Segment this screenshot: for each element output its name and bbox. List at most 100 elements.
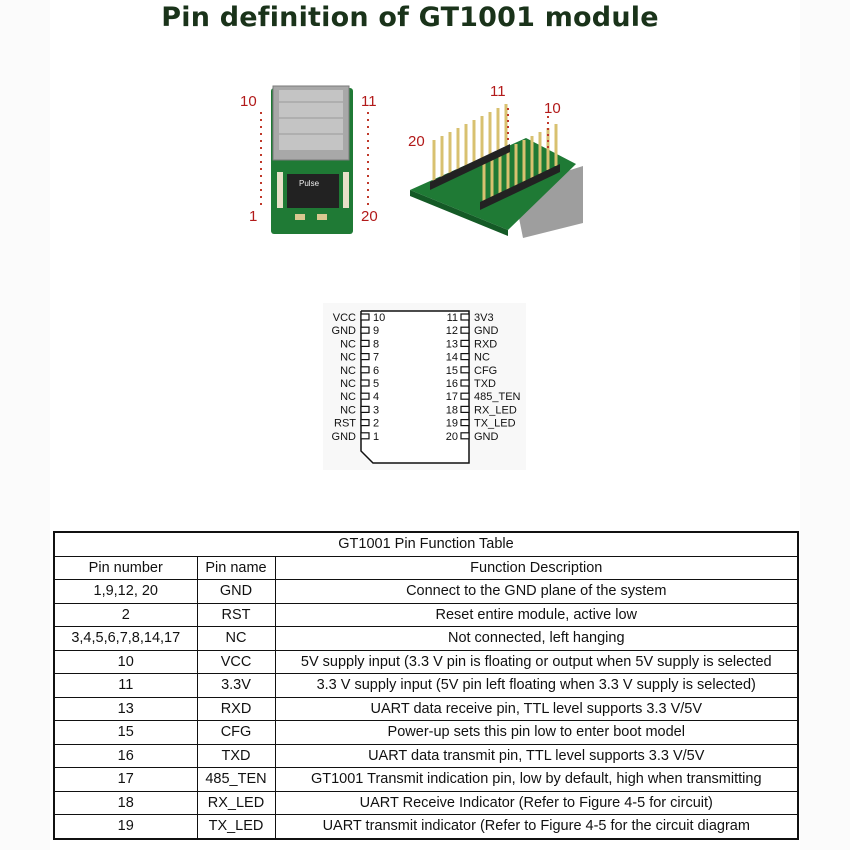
right-pin-name: RXD	[474, 338, 497, 350]
cell-pin-name: TX_LED	[196, 814, 276, 839]
right-pin-number: 13	[446, 338, 458, 350]
right-pin-name: TXD	[474, 378, 496, 390]
right-pin-name: TX_LED	[474, 418, 516, 430]
right-pin-name: RX_LED	[474, 404, 517, 416]
left-pin-name: NC	[340, 338, 356, 350]
cell-function: UART data receive pin, TTL level support…	[274, 696, 799, 721]
right-pin-number: 20	[446, 431, 458, 443]
left-pin-marker	[360, 326, 370, 334]
module-front-illustration: Pulse	[237, 78, 385, 240]
cell-function: 3.3 V supply input (5V pin left floating…	[274, 673, 799, 698]
left-pin-marker	[360, 418, 370, 427]
left-pin-marker	[360, 313, 370, 321]
left-pin-marker	[360, 432, 370, 440]
left-pin-name: RST	[334, 418, 356, 430]
right-pin-name: 485_TEN	[474, 391, 521, 403]
pin-function-table: GT1001 Pin Function Table Pin number Pin…	[53, 531, 799, 840]
right-pin-marker	[460, 339, 470, 348]
right-pin-marker	[460, 392, 470, 400]
left-pin-number: 1	[373, 431, 379, 443]
cell-pin-number: 10	[53, 649, 198, 674]
cell-pin-number: 3,4,5,6,7,8,14,17	[53, 626, 198, 651]
right-pin-marker	[460, 432, 470, 440]
left-pin-name: VCC	[333, 312, 356, 324]
angle-label-10: 10	[544, 100, 561, 117]
left-pin-number: 5	[373, 378, 379, 390]
left-pin-number: 7	[373, 352, 379, 364]
left-pin-name: NC	[340, 352, 356, 364]
right-pin-name: NC	[474, 352, 490, 364]
left-pin-number: 8	[373, 338, 379, 350]
chip-label: Pulse	[299, 179, 320, 188]
table-caption: GT1001 Pin Function Table	[53, 531, 799, 557]
left-pin-number: 9	[373, 325, 379, 337]
cell-pin-number: 19	[53, 814, 198, 839]
right-pin-marker	[460, 313, 470, 321]
right-pin-name: GND	[474, 325, 499, 337]
module-angled-photo: 20 11 10	[398, 78, 593, 240]
right-pin-name: 3V3	[474, 312, 494, 324]
cell-function: Not connected, left hanging	[274, 626, 799, 651]
header-function: Function Description	[274, 555, 799, 580]
left-pin-marker	[360, 392, 370, 400]
left-pin-name: NC	[340, 404, 356, 416]
cell-function: UART transmit indicator (Refer to Figure…	[274, 814, 799, 839]
cell-function: UART data transmit pin, TTL level suppor…	[274, 743, 799, 768]
cell-pin-name: NC	[196, 626, 276, 651]
right-pin-marker	[460, 366, 470, 374]
cell-pin-number: 16	[53, 743, 198, 768]
front-label-11: 11	[361, 93, 377, 110]
right-pin-name: CFG	[474, 365, 497, 377]
left-pin-name: NC	[340, 378, 356, 390]
right-pin-marker	[460, 405, 470, 414]
right-pin-marker	[460, 418, 470, 427]
right-pin-marker	[460, 379, 470, 387]
cell-pin-name: VCC	[196, 649, 276, 674]
front-label-1: 1	[249, 208, 258, 225]
module-outline	[360, 310, 470, 464]
cell-pin-number: 11	[53, 673, 198, 698]
left-pin-marker	[360, 352, 370, 361]
left-pin-name: NC	[340, 391, 356, 403]
header-pin-number: Pin number	[53, 555, 198, 580]
cell-pin-number: 2	[53, 602, 198, 627]
table-header-row: Pin number Pin name Function Description	[53, 555, 799, 580]
left-pin-marker	[360, 405, 370, 414]
right-pin-marker	[460, 352, 470, 361]
module-angled-illustration	[398, 78, 593, 240]
cell-pin-name: 485_TEN	[196, 767, 276, 792]
left-pin-name: GND	[332, 325, 357, 337]
cell-pin-name: RST	[196, 602, 276, 627]
front-label-20: 20	[361, 208, 378, 225]
header-pin-name: Pin name	[196, 555, 276, 580]
left-pin-marker	[360, 339, 370, 348]
angle-label-11: 11	[490, 83, 506, 100]
right-pin-number: 18	[446, 404, 458, 416]
cell-function: GT1001 Transmit indication pin, low by d…	[274, 767, 799, 792]
page-margin-left	[0, 0, 50, 850]
cell-pin-name: CFG	[196, 720, 276, 745]
cell-function: Reset entire module, active low	[274, 602, 799, 627]
right-pin-name: GND	[474, 431, 499, 443]
cell-pin-number: 1,9,12, 20	[53, 579, 198, 604]
front-label-10: 10	[240, 93, 257, 110]
cell-pin-number: 17	[53, 767, 198, 792]
cell-pin-name: RX_LED	[196, 790, 276, 815]
left-pin-name: GND	[332, 431, 357, 443]
cell-pin-name: TXD	[196, 743, 276, 768]
cell-pin-number: 18	[53, 790, 198, 815]
left-pin-number: 10	[373, 312, 385, 324]
cell-function: UART Receive Indicator (Refer to Figure …	[274, 790, 799, 815]
right-pin-number: 12	[446, 325, 458, 337]
right-pin-number: 15	[446, 365, 458, 377]
